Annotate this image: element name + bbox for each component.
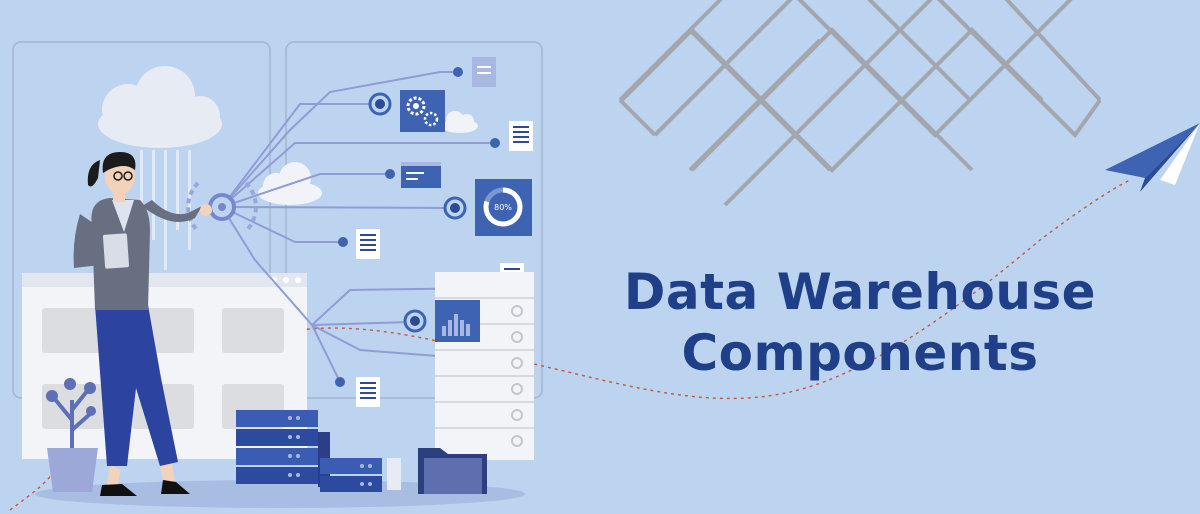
document-icon xyxy=(472,57,496,87)
title-line-1: Data Warehouse xyxy=(623,263,1097,321)
paper-plane-icon xyxy=(1105,123,1200,192)
pie-chart-icon: 80% xyxy=(475,179,532,236)
plant-icon xyxy=(46,378,98,492)
document-icon xyxy=(356,377,380,407)
folder-icon xyxy=(222,308,284,353)
folder-icon xyxy=(418,448,487,494)
server-icon xyxy=(236,410,401,492)
right-panel xyxy=(285,41,543,399)
title-line-2: Components xyxy=(681,324,1039,382)
progress-label: 80% xyxy=(494,203,512,212)
cloud-icon xyxy=(98,66,222,148)
target-nodes xyxy=(368,92,467,333)
connectors xyxy=(221,71,495,383)
banner-title: Data Warehouse Components xyxy=(590,262,1130,384)
bar-chart-icon xyxy=(435,300,480,342)
document-icon xyxy=(509,121,533,151)
document-icon xyxy=(356,229,380,259)
gear-icon xyxy=(400,90,445,132)
floor-shadow xyxy=(35,480,525,508)
cloud-icon xyxy=(442,111,478,133)
woman-figure xyxy=(73,152,212,496)
server-icon xyxy=(435,272,534,460)
diamond-grid xyxy=(618,0,1102,207)
folder-icon xyxy=(42,308,104,353)
monitor-icon xyxy=(401,162,441,188)
hub-node xyxy=(186,181,258,233)
